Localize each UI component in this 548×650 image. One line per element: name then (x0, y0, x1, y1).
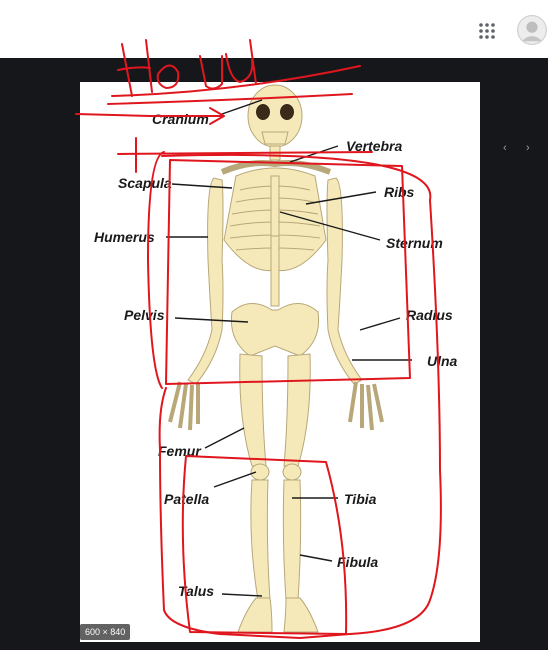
pelvis (230, 303, 320, 357)
user-avatar-icon[interactable] (517, 15, 547, 45)
label-cranium: Cranium (152, 111, 209, 127)
label-ribs: Ribs (384, 184, 415, 200)
label-scapula: Scapula (118, 175, 172, 191)
top-bar (0, 0, 548, 59)
label-femur: Femur (158, 443, 202, 459)
label-talus: Talus (178, 583, 214, 599)
label-tibia: Tibia (344, 491, 377, 507)
label-pelvis: Pelvis (124, 307, 165, 323)
label-patella: Patella (164, 491, 209, 507)
label-radius: Radius (406, 307, 453, 323)
next-image-button[interactable]: › (526, 142, 530, 154)
image-size-badge: 600 × 840 (80, 624, 131, 640)
skeleton-image[interactable]: Cranium Vertebra Scapula Ribs Humerus St… (80, 82, 480, 642)
label-sternum: Sternum (386, 235, 443, 251)
label-vertebra: Vertebra (346, 138, 403, 154)
label-fibula: Fibula (337, 554, 378, 570)
apps-grid-icon[interactable] (478, 22, 496, 40)
label-ulna: Ulna (427, 353, 458, 369)
previous-image-button[interactable]: ‹ (503, 142, 507, 154)
label-humerus: Humerus (94, 229, 155, 245)
